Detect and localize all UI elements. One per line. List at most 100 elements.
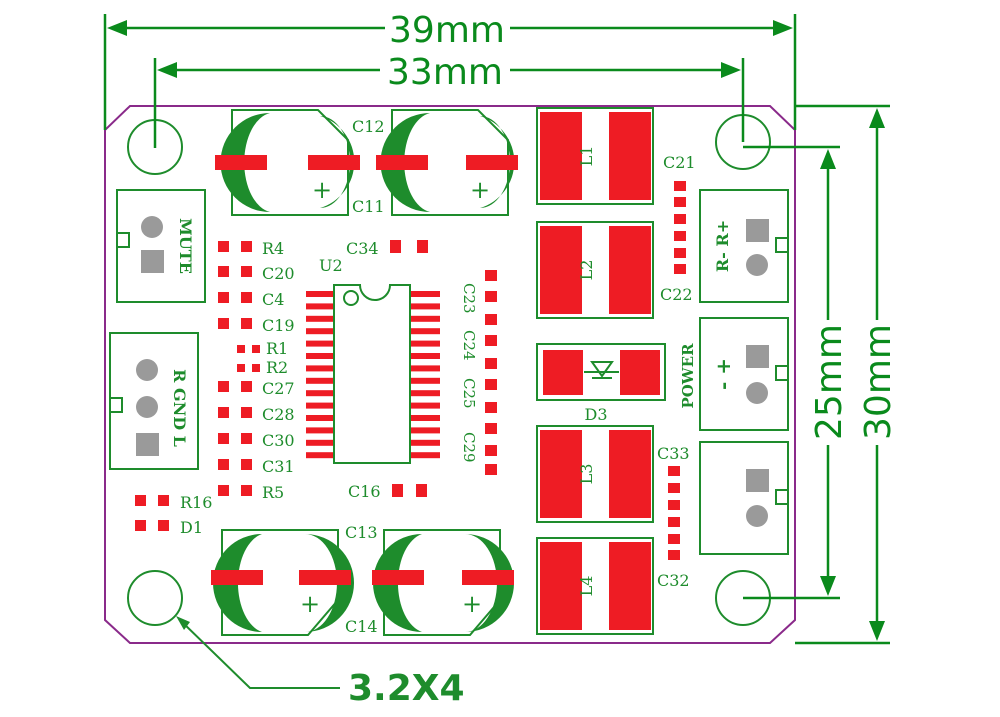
cap-c14: +: [372, 529, 514, 636]
cap-c13: +: [211, 529, 354, 636]
connector-right-out: [699, 189, 789, 303]
label-l1: L1: [577, 146, 596, 167]
cap-c11: +: [376, 109, 518, 216]
smd-column-left-labels: R4 C20 C4 C19 R1 R2 C27 C28 C30 C31 R5 R…: [180, 239, 295, 537]
label-r4: R4: [262, 239, 284, 258]
label-l3: L3: [577, 464, 596, 485]
dimension-33mm: [153, 58, 745, 148]
label-r2: R2: [266, 358, 288, 377]
connector-mute: [116, 189, 206, 303]
ic-pin: [306, 365, 336, 372]
label-u2: U2: [319, 256, 343, 275]
label-c11: C11: [352, 197, 385, 216]
ic-pin: [410, 439, 440, 446]
diode-d3: [536, 343, 666, 401]
inductor-l2: [536, 221, 654, 319]
smd-column-mid-labels: C23 C24 C25 C29: [460, 283, 478, 463]
dimension-39mm-label: 39mm: [389, 10, 505, 51]
ic-pin: [410, 402, 440, 409]
dimension-33mm-label: 33mm: [387, 52, 503, 93]
ic-pin: [306, 377, 336, 384]
label-c34: C34: [346, 239, 379, 258]
label-power: POWER: [679, 343, 697, 409]
connector-right-lower: [699, 441, 789, 555]
ic-pin: [410, 427, 440, 434]
smd-c34-c16: [390, 240, 428, 497]
ic-pin: [306, 328, 336, 335]
label-c12: C12: [352, 117, 385, 136]
label-c29: C29: [460, 432, 478, 463]
svg-text:+: +: [312, 176, 332, 204]
smd-column-mid: [485, 270, 497, 475]
cap-c12: +: [215, 109, 360, 216]
ic-pin: [410, 340, 440, 347]
ic-pin: [410, 291, 440, 297]
dimension-30mm: [795, 104, 890, 645]
svg-text:+: +: [470, 176, 490, 204]
label-c31: C31: [262, 457, 295, 476]
label-l2: L2: [577, 260, 596, 281]
ic-pin: [306, 353, 336, 359]
ic-pin: [306, 402, 336, 409]
ic-pin: [306, 390, 336, 397]
ic-u2: [306, 284, 440, 464]
label-c33: C33: [657, 444, 690, 463]
board-outline: [104, 105, 796, 644]
ic-pin: [410, 353, 440, 359]
smd-column-right: [668, 181, 686, 560]
label-r16: R16: [180, 493, 212, 512]
dimension-25mm-label: 25mm: [809, 324, 850, 440]
ic-pin: [306, 427, 336, 434]
svg-text:+: +: [462, 590, 482, 618]
smd-column-left: [135, 241, 260, 531]
label-c21: C21: [663, 153, 696, 172]
dimension-25mm: [743, 145, 840, 600]
ic-pin: [306, 415, 336, 421]
ic-pin: [306, 340, 336, 347]
label-input: R GND L: [170, 369, 189, 447]
label-c20: C20: [262, 264, 295, 283]
label-c19: C19: [262, 316, 295, 335]
label-c32: C32: [657, 571, 690, 590]
ic-pin: [410, 390, 440, 397]
label-power-sign: - +: [711, 358, 735, 390]
label-r5: R5: [262, 483, 284, 502]
label-right-out: R- R+: [713, 220, 732, 272]
ic-pin: [410, 452, 440, 459]
label-c24: C24: [460, 330, 478, 361]
label-d1: D1: [180, 518, 203, 537]
label-c25: C25: [460, 378, 478, 409]
hole-bottom-left: [127, 570, 183, 626]
ic-pin: [306, 439, 336, 446]
svg-text:+: +: [300, 590, 320, 618]
label-l4: L4: [577, 576, 596, 597]
mounting-holes: [127, 114, 771, 626]
ic-pin: [410, 365, 440, 372]
ic-pin: [410, 303, 440, 310]
label-d3: D3: [584, 405, 607, 424]
ic-pin: [306, 291, 336, 297]
ic-pin: [410, 328, 440, 335]
label-c30: C30: [262, 431, 295, 450]
connector-input: [109, 332, 199, 470]
label-c4: C4: [262, 290, 284, 309]
ic-pin: [410, 315, 440, 322]
inductor-l4: [536, 537, 654, 635]
inductor-l3: [536, 425, 654, 523]
label-c16: C16: [348, 482, 381, 501]
connector-power: [699, 317, 789, 431]
label-c13: C13: [345, 523, 378, 542]
label-mute: MUTE: [176, 218, 195, 274]
label-c22: C22: [660, 285, 693, 304]
label-c23: C23: [460, 283, 478, 314]
label-c27: C27: [262, 379, 295, 398]
smd-column-right-labels: C21 C22 C33 C32: [657, 153, 696, 590]
inductor-labels: L1 L2 L3 L4: [577, 146, 596, 597]
inductor-l1: [536, 107, 654, 205]
label-c28: C28: [262, 405, 295, 424]
ic-pin: [306, 303, 336, 310]
dimension-39mm: [103, 14, 797, 130]
hole-callout-label: 3.2X4: [348, 668, 465, 709]
